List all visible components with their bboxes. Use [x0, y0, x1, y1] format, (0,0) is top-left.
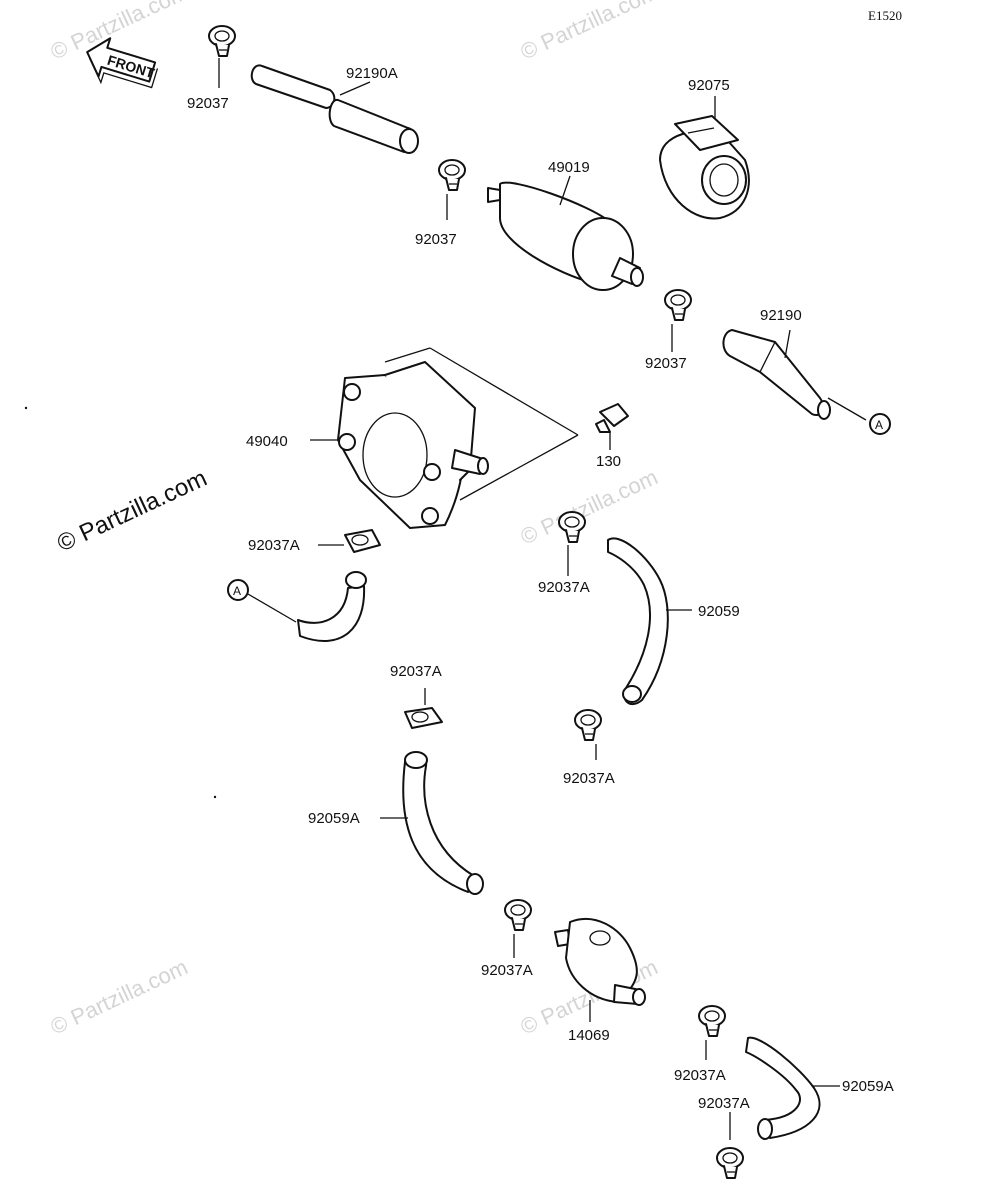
bracket-icon: 92075 [659, 77, 750, 220]
clamp-icon: 92037A [698, 1095, 750, 1179]
fuel-filter-icon: 14069 [554, 917, 646, 1044]
marker-a: A [875, 418, 883, 432]
clamp-icon: 92037A [538, 511, 590, 596]
hose-icon: A [227, 571, 367, 642]
part-label: 92037A [563, 770, 615, 787]
clamp-icon: 92037A [563, 709, 615, 787]
bolt-icon: 130 [595, 403, 629, 470]
hose-icon: 92190A [250, 64, 419, 154]
part-label: 92037A [538, 579, 590, 596]
hose-icon: 92059A [308, 751, 484, 895]
clamp-icon: 92037A [390, 663, 443, 729]
dot [213, 795, 217, 799]
part-label: 92059A [842, 1078, 894, 1095]
watermark-large: © Partzilla.com [53, 465, 211, 558]
part-label: 92075 [688, 77, 730, 94]
part-label: 130 [596, 453, 621, 470]
part-label: 92059 [698, 603, 740, 620]
part-label: 92037A [390, 663, 442, 680]
part-label: 49019 [548, 159, 590, 176]
part-label: 92037A [698, 1095, 750, 1112]
hose-icon: 92059A [745, 1036, 894, 1140]
part-label: 92037A [481, 962, 533, 979]
watermark: © Partzilla.com [47, 954, 192, 1039]
marker-a: A [233, 584, 241, 598]
reference-code: E1520 [868, 8, 902, 23]
clamp-icon: 92037A [674, 1005, 726, 1084]
part-label: 92037 [415, 231, 457, 248]
clamp-icon: 92037 [415, 159, 466, 248]
fuel-pump-icon: 49040 [246, 347, 579, 529]
fuel-filter-icon: 49019 [487, 159, 644, 291]
clamp-icon: 92037 [187, 25, 236, 112]
part-label: 92037 [645, 355, 687, 372]
part-label: 49040 [246, 433, 288, 450]
part-label: 92037A [248, 537, 300, 554]
watermark: © Partzilla.com [517, 464, 662, 549]
part-label: 92059A [308, 810, 360, 827]
part-label: 92190 [760, 307, 802, 324]
part-label: 14069 [568, 1027, 610, 1044]
part-label: 92190A [346, 65, 398, 82]
hose-icon: 92190 A [722, 307, 891, 435]
dot [24, 406, 28, 410]
clamp-icon: 92037A [248, 529, 381, 554]
part-label: 92037A [674, 1067, 726, 1084]
clamp-icon: 92037A [481, 899, 533, 979]
hose-icon: 92059 [607, 537, 740, 706]
part-label: 92037 [187, 95, 229, 112]
clamp-icon: 92037 [645, 289, 692, 372]
watermark: © Partzilla.com [517, 0, 662, 65]
